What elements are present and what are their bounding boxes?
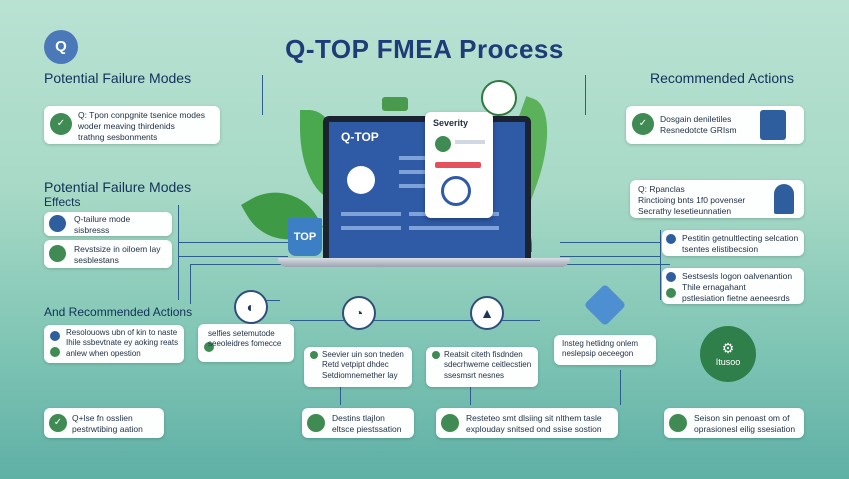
- chart-icon: [347, 166, 375, 194]
- heading-failure-modes-effects: Potential Failure Modes: [44, 179, 192, 195]
- brand-logo: Q: [44, 30, 78, 64]
- heading-recommended-actions-left: And Recommended Actions: [44, 305, 193, 319]
- screen-bar: [341, 212, 401, 216]
- card-failure-effect: Revstsize in oiloem lay sesblestans: [44, 240, 172, 268]
- top-cup: TOP: [288, 218, 322, 256]
- page-title: Q-TOP FMEA Process: [285, 34, 564, 64]
- clock-icon: ◔: [342, 296, 376, 330]
- person-icon: [774, 184, 794, 214]
- bullet-icon: [50, 331, 60, 341]
- card-text: Insteg hetlidng onlem neslepsip oeceegon: [562, 339, 639, 359]
- gauge-icon: [441, 176, 471, 206]
- leaf-icon: [441, 414, 459, 432]
- cash-icon: [382, 97, 408, 111]
- card-text: Pestitin getnultlecting selcation tsente…: [682, 233, 799, 255]
- bullet-icon: [432, 351, 440, 359]
- check-icon: ✓: [632, 113, 654, 135]
- card-text: Q-tailure mode sisbresss: [74, 214, 131, 236]
- connector-line: [620, 370, 621, 405]
- card-mid-1: selfies setemutode seeoleidres fomecce: [198, 324, 294, 362]
- heading-effects: Effects: [44, 195, 81, 209]
- card-recommended-3: Pestitin getnultlecting selcation tsente…: [662, 230, 804, 256]
- card-recommended-4: Sestsesls logon oalvenantion Thile ernag…: [662, 268, 804, 304]
- card-text: Reatsit citeth fisdnden sdecrhweme ceitl…: [444, 350, 532, 380]
- connector-line: [560, 242, 660, 243]
- card-recommended-2: Q: Rpanclas Rinctioing bnts 1f0 povenser…: [630, 180, 804, 218]
- bullet-icon: [666, 272, 676, 282]
- card-potential-failure: ✓ Q: Tpon conpgnite tsenice modes woder …: [44, 106, 220, 144]
- card-recommended-left: Resolouows ubn of kin to naste Ihile ssb…: [44, 325, 184, 363]
- laptop-base: [278, 258, 570, 267]
- card-text: Revstsize in oiloem lay sesblestans: [74, 244, 161, 266]
- screen-title: Q-TOP: [341, 130, 379, 144]
- gear-icon: [49, 215, 66, 232]
- card-recommended-1: ✓ Dosgain deniletiles Resnedotcte GRIsm: [626, 106, 804, 144]
- diamond-icon: [583, 283, 627, 327]
- leaf-icon: [307, 414, 325, 432]
- badge-icon: ⚙: [721, 340, 735, 356]
- connector-line: [470, 380, 471, 405]
- card-text: selfies setemutode seeoleidres fomecce: [208, 329, 282, 349]
- connector-line: [178, 242, 288, 243]
- severity-bar: [435, 162, 481, 168]
- card-text: Q: Rpanclas Rinctioing bnts 1f0 povenser…: [638, 184, 746, 217]
- connector-line: [178, 205, 179, 300]
- connector-line: [585, 75, 586, 115]
- card-bottom-3: Seison sin penoast om of oprasionesl eil…: [664, 408, 804, 438]
- card-bottom-1: Destins tlajlon eltsce piestssation: [302, 408, 414, 438]
- card-text: Resteteo smt dlsiing sit nlthem tasle ex…: [466, 413, 602, 435]
- bullet-icon: [310, 351, 318, 359]
- card-text: Sestsesls logon oalvenantion Thile ernag…: [682, 271, 793, 304]
- card-text: Destins tlajlon eltsce piestssation: [332, 413, 402, 435]
- shield-icon: [481, 80, 517, 116]
- heading-recommended-actions: Recommended Actions: [650, 70, 794, 86]
- connector-line: [340, 380, 341, 405]
- leaf-icon: [49, 245, 66, 262]
- check-icon: ✓: [49, 414, 67, 432]
- card-failure-action: ✓ Q+lse fn osslien pestrwtibing aation: [44, 408, 164, 438]
- card-text: Resolouows ubn of kin to naste Ihile ssb…: [66, 328, 179, 358]
- connector-line: [262, 75, 263, 115]
- leaf-icon: [669, 414, 687, 432]
- connector-line: [178, 256, 288, 257]
- status-badge: ⚙ Itusoo: [700, 326, 756, 382]
- card-text: Seison sin penoast om of oprasionesl eil…: [694, 413, 796, 435]
- screen-bar: [341, 226, 401, 230]
- badge-label: Itusoo: [715, 357, 741, 367]
- flask-icon: ▲: [470, 296, 504, 330]
- card-mid-3: Reatsit citeth fisdnden sdecrhweme ceitl…: [426, 347, 538, 387]
- card-bottom-2: Resteteo smt dlsiing sit nlthem tasle ex…: [436, 408, 618, 438]
- card-text: Q: Tpon conpgnite tsenice modes woder me…: [78, 110, 205, 143]
- card-mid-2: Seevier uin son tneden Retd vetpipt dhde…: [304, 347, 412, 387]
- severity-label: Severity: [433, 118, 469, 128]
- connector-line: [290, 320, 540, 321]
- bullet-icon: [666, 288, 676, 298]
- card-text: Dosgain deniletiles Resnedotcte GRIsm: [660, 114, 737, 136]
- bullet-icon: [204, 342, 214, 352]
- screen-bar: [409, 226, 499, 230]
- document-icon: [760, 110, 786, 140]
- heading-potential-failure-modes: Potential Failure Modes: [44, 70, 192, 86]
- check-icon: ✓: [50, 113, 72, 135]
- connector-line: [190, 264, 191, 304]
- connector-line: [660, 230, 661, 300]
- bullet-icon: [50, 347, 60, 357]
- card-failure-mode: Q-tailure mode sisbresss: [44, 212, 172, 236]
- severity-bar: [455, 140, 485, 144]
- card-text: Q+lse fn osslien pestrwtibing aation: [72, 413, 143, 435]
- bullet-icon: [666, 234, 676, 244]
- severity-card: Severity: [425, 112, 493, 218]
- status-dot: [435, 136, 451, 152]
- compass-icon: ◐: [234, 290, 268, 324]
- connector-line: [560, 256, 660, 257]
- card-text: Seevier uin son tneden Retd vetpipt dhde…: [322, 350, 404, 380]
- card-mid-4: Insteg hetlidng onlem neslepsip oeceegon: [554, 335, 656, 365]
